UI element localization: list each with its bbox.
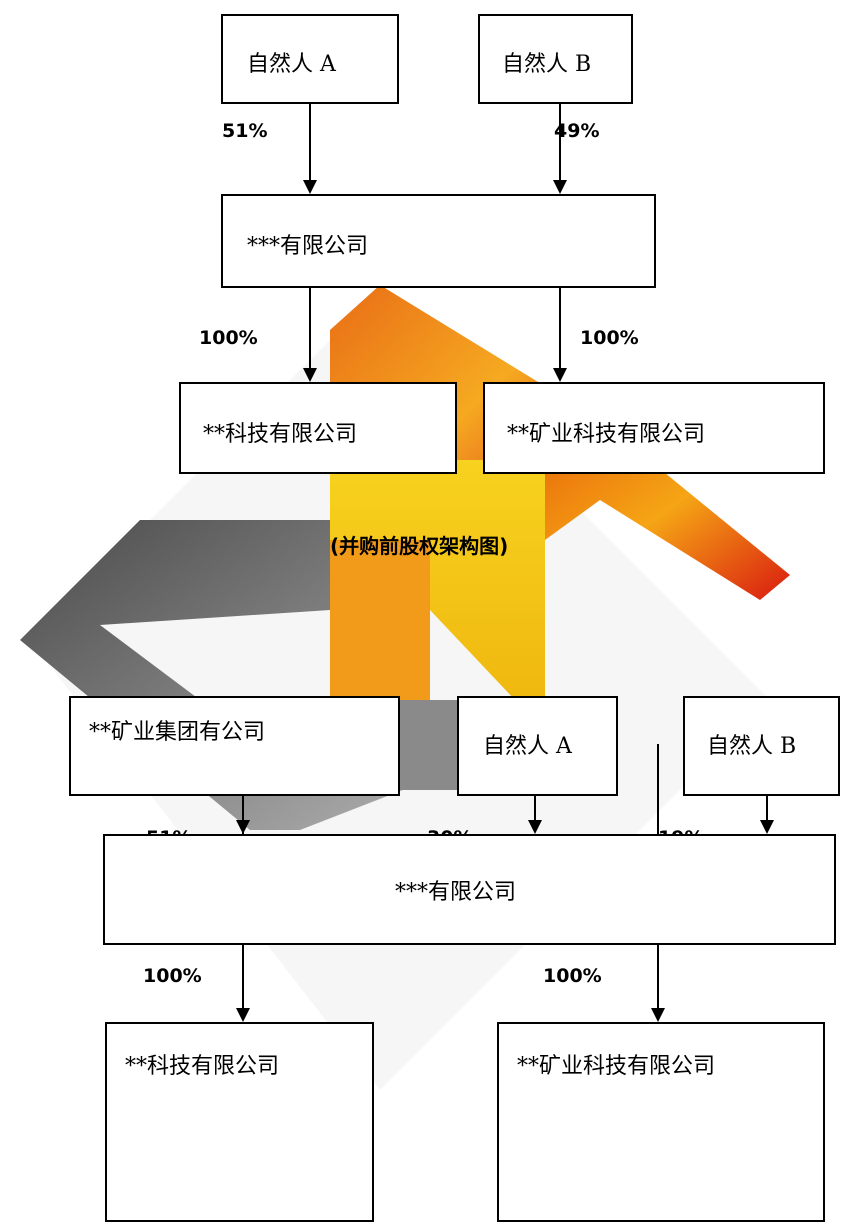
after-parent-label: ***有限公司 (395, 880, 517, 905)
after-holder-a-label: 自然人 A (483, 734, 572, 759)
before-holder-a: 自然人 A (221, 14, 399, 104)
after-parent-company: ***有限公司 (103, 834, 836, 945)
before-sub-tech: **科技有限公司 (179, 382, 457, 474)
before-pct-b: 49% (554, 120, 600, 142)
after-sub-mining: **矿业科技有限公司 (497, 1022, 825, 1222)
before-pct-a: 51% (222, 120, 268, 142)
after-holder-b-label: 自然人 B (707, 734, 797, 759)
before-sub-pct-b: 100% (580, 327, 639, 349)
before-sub-mining: **矿业科技有限公司 (483, 382, 825, 474)
before-sub-mining-label: **矿业科技有限公司 (507, 422, 706, 447)
before-parent-label: ***有限公司 (247, 234, 369, 259)
after-sub-tech-label: **科技有限公司 (125, 1054, 280, 1079)
after-sub-pct-b: 100% (543, 965, 602, 987)
after-sub-pct-a: 100% (143, 965, 202, 987)
diagram-caption: (并购前股权架构图) (330, 534, 509, 558)
after-sub-tech: **科技有限公司 (105, 1022, 374, 1222)
after-holder-group-label: **矿业集团有公司 (89, 720, 266, 745)
after-holder-a: 自然人 A (457, 696, 618, 796)
before-holder-a-label: 自然人 A (247, 52, 336, 77)
after-holder-group: **矿业集团有公司 (69, 696, 400, 796)
before-sub-pct-a: 100% (199, 327, 258, 349)
after-holder-b: 自然人 B (683, 696, 840, 796)
before-sub-tech-label: **科技有限公司 (203, 422, 358, 447)
before-holder-b: 自然人 B (478, 14, 633, 104)
after-sub-mining-label: **矿业科技有限公司 (517, 1054, 716, 1079)
before-holder-b-label: 自然人 B (502, 52, 592, 77)
before-parent-company: ***有限公司 (221, 194, 656, 288)
